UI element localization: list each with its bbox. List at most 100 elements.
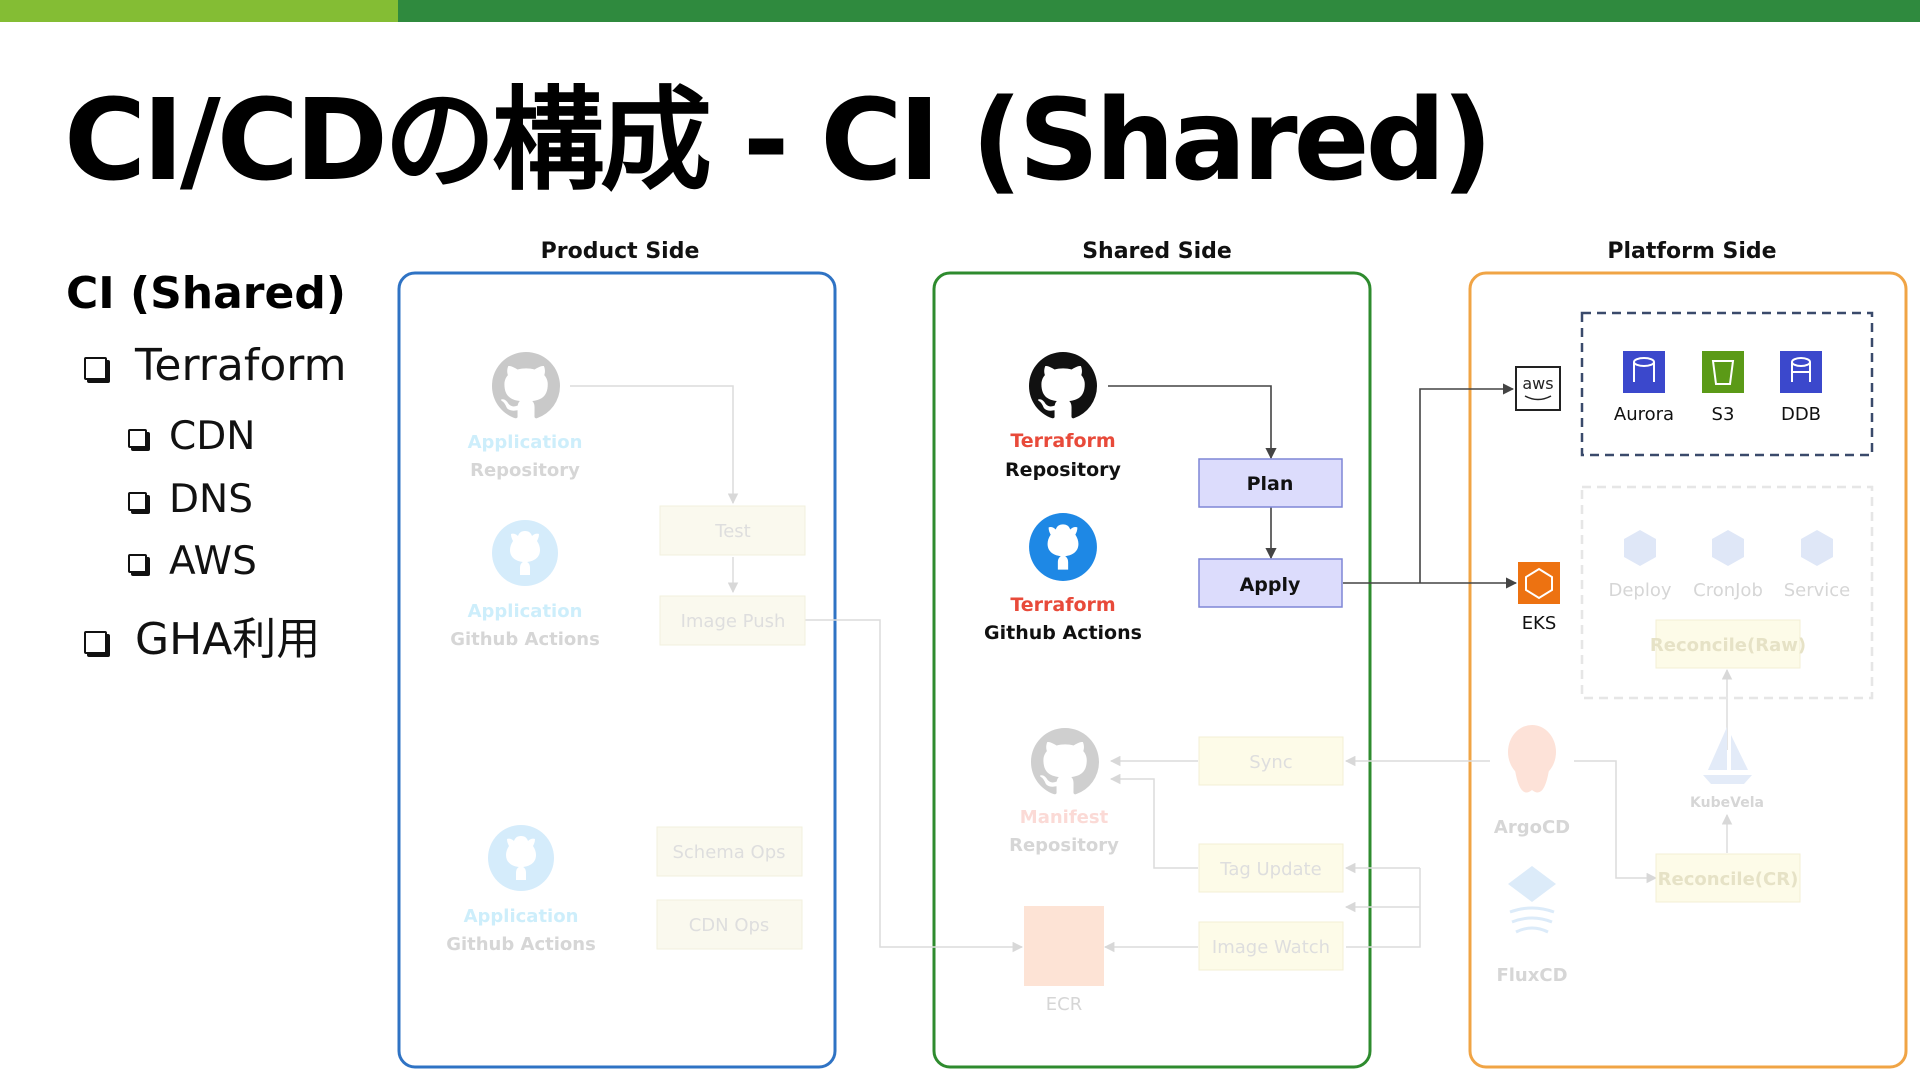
checkbox-bullet-icon <box>128 554 147 573</box>
checkbox-bullet-icon <box>84 356 107 380</box>
cronjob-label: CronJob <box>1693 580 1763 601</box>
github-actions-icon <box>1029 513 1097 581</box>
platform-ddb: DDB <box>1780 351 1822 425</box>
apply-label: Apply <box>1240 574 1301 596</box>
shared-manifest-repository: Manifest Repository <box>1009 728 1119 856</box>
platform-fluxcd: FluxCD <box>1496 866 1568 986</box>
app-repo-label-1: Application <box>468 432 583 453</box>
shared-ecr: ECR <box>1024 906 1104 1015</box>
reconcile-cr-label: Reconcile(CR) <box>1658 869 1799 890</box>
section-heading: CI (Shared) <box>66 268 346 319</box>
top-bar-accent <box>0 0 398 22</box>
manifest-repo-label-1: Manifest <box>1020 807 1109 828</box>
product-app-github-actions: Application Github Actions <box>450 520 600 650</box>
shared-side-frame <box>932 271 1372 1069</box>
manifest-repo-label-2: Repository <box>1009 835 1119 856</box>
fluxcd-label: FluxCD <box>1496 965 1567 986</box>
bullet-text: CDN <box>169 414 256 459</box>
product-side-heading: Product Side <box>541 239 700 264</box>
app-gha-label-2: Github Actions <box>450 629 600 650</box>
service-label: Service <box>1784 580 1851 601</box>
service-icon <box>1801 530 1833 566</box>
argocd-icon <box>1508 725 1556 779</box>
fluxcd-icon <box>1508 866 1556 902</box>
ecr-label: ECR <box>1046 994 1082 1015</box>
bullet-text: Terraform <box>135 340 347 391</box>
bullet-item-terraform: Terraform <box>84 340 346 391</box>
github-actions-icon <box>492 520 558 586</box>
github-icon <box>1031 728 1099 795</box>
platform-eks: EKS <box>1518 562 1560 634</box>
platform-reconcile-cr-box: Reconcile(CR) <box>1655 853 1801 903</box>
tf-gha-label-1: Terraform <box>1010 594 1115 616</box>
checkbox-bullet-icon <box>84 630 107 654</box>
platform-kubevela: KubeVela <box>1690 727 1764 811</box>
s3-label: S3 <box>1712 404 1735 425</box>
platform-s3: S3 <box>1702 351 1744 425</box>
deploy-icon <box>1624 530 1656 566</box>
argocd-label: ArgoCD <box>1494 817 1570 838</box>
platform-service: Service <box>1784 530 1851 601</box>
platform-argocd: ArgoCD <box>1494 725 1570 838</box>
product-cdn-ops-box: CDN Ops <box>656 899 803 950</box>
tf-gha-label-2: Github Actions <box>984 622 1142 644</box>
shared-image-watch-box: Image Watch <box>1198 921 1344 971</box>
cronjob-icon <box>1712 530 1744 566</box>
tag-update-label: Tag Update <box>1219 859 1321 880</box>
top-bar <box>0 0 1920 22</box>
slide-title: CI/CDの構成 - CI (Shared) <box>64 76 1493 206</box>
app-repo-label-2: Repository <box>470 460 580 481</box>
checkbox-bullet-icon <box>128 429 147 448</box>
bullet-text: AWS <box>169 539 257 584</box>
checkbox-bullet-icon <box>128 492 147 511</box>
platform-side-frame <box>1468 271 1908 1069</box>
bullet-item-gha: GHA利用 <box>84 603 320 667</box>
test-label: Test <box>714 521 750 542</box>
sync-label: Sync <box>1249 752 1292 773</box>
platform-aws: aws <box>1515 366 1561 411</box>
platform-deploy: Deploy <box>1608 530 1672 601</box>
cdn-ops-label: CDN Ops <box>689 915 770 936</box>
inactive-connectors <box>570 385 1733 953</box>
shared-side-heading: Shared Side <box>1082 239 1232 264</box>
aws-label: aws <box>1522 374 1553 393</box>
shared-tag-update-box: Tag Update <box>1198 843 1344 893</box>
ecr-icon <box>1024 906 1104 986</box>
github-actions-icon <box>488 825 554 891</box>
platform-aurora: Aurora <box>1614 351 1674 425</box>
product-app-repository: Application Repository <box>468 352 583 481</box>
app-gha2-label-2: Github Actions <box>446 934 596 955</box>
image-push-label: Image Push <box>681 611 786 632</box>
product-side-frame <box>397 271 837 1069</box>
shared-terraform-repository: Terraform Repository <box>1005 352 1122 481</box>
shared-terraform-github-actions: Terraform Github Actions <box>984 513 1142 644</box>
aws-icon <box>1515 366 1561 411</box>
github-icon <box>1029 352 1097 419</box>
github-icon <box>492 352 560 419</box>
shared-apply-box: Apply <box>1198 558 1343 608</box>
product-image-push-box: Image Push <box>659 595 806 646</box>
ddb-label: DDB <box>1781 404 1821 425</box>
plan-label: Plan <box>1247 473 1294 495</box>
shared-sync-box: Sync <box>1198 736 1344 786</box>
tf-repo-label-2: Repository <box>1005 459 1121 481</box>
active-connectors <box>1108 383 1518 589</box>
platform-side-heading: Platform Side <box>1607 239 1776 264</box>
deploy-label: Deploy <box>1608 580 1671 601</box>
aws-services-group <box>1580 311 1874 457</box>
bullet-text: GHA利用 <box>135 614 321 665</box>
platform-cronjob: CronJob <box>1693 530 1763 601</box>
schema-ops-label: Schema Ops <box>672 842 785 863</box>
app-gha2-label-1: Application <box>464 906 579 927</box>
bullet-item-cdn: CDN <box>128 414 255 459</box>
product-test-box: Test <box>659 505 806 556</box>
product-app-github-actions-2: Application Github Actions <box>446 825 596 955</box>
product-schema-ops-box: Schema Ops <box>656 826 803 877</box>
kubernetes-resources-group <box>1580 485 1874 700</box>
bullet-item-dns: DNS <box>128 477 253 522</box>
bullet-text: DNS <box>169 477 253 522</box>
reconcile-raw-label: Reconcile(Raw) <box>1650 635 1806 656</box>
kubevela-icon <box>1708 727 1748 770</box>
bullet-item-aws: AWS <box>128 539 257 584</box>
